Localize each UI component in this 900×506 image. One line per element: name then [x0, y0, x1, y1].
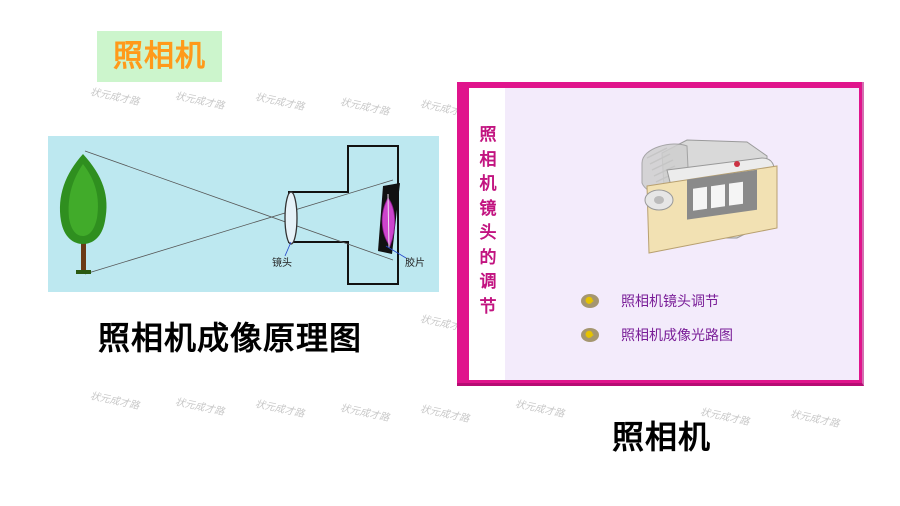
light-ray-top — [84, 150, 394, 261]
film-label: 胶片 — [405, 256, 425, 269]
watermark: 状元成才路 — [418, 403, 471, 426]
play-bullet-icon — [581, 294, 599, 308]
watermark: 状元成才路 — [513, 398, 566, 421]
diagram-caption: 照相机成像原理图 — [98, 319, 363, 357]
watermark: 状元成才路 — [338, 96, 391, 119]
panel-vertical-title: 照相机镜头的调节 — [479, 125, 497, 317]
menu-item-label: 照相机镜头调节 — [621, 294, 719, 310]
light-ray-bottom — [84, 179, 394, 275]
lens-icon — [284, 191, 298, 245]
play-bullet-icon — [581, 328, 599, 342]
lens-label: 镜头 — [272, 256, 292, 269]
optics-svg: 镜头 胶片 — [59, 145, 425, 285]
watermark: 状元成才路 — [88, 390, 141, 413]
camera-icon — [641, 139, 778, 254]
panel-content: 照相机镜头的调节 — [469, 88, 859, 380]
menu-item-label: 照相机成像光路图 — [621, 328, 733, 344]
panel-caption: 照相机 — [612, 418, 712, 456]
camera-optics-diagram: 镜头 胶片 — [48, 136, 439, 292]
watermark: 状元成才路 — [253, 398, 306, 421]
watermark: 状元成才路 — [88, 86, 141, 109]
inverted-plant-icon — [381, 193, 396, 249]
watermark: 状元成才路 — [338, 402, 391, 425]
watermark: 状元成才路 — [173, 396, 226, 419]
page-title: 照相机 — [97, 31, 222, 82]
tree-icon — [59, 154, 107, 274]
watermark: 状元成才路 — [253, 91, 306, 114]
watermark: 状元成才路 — [788, 408, 841, 431]
watermark: 状元成才路 — [173, 90, 226, 113]
side-strip: 照相机镜头的调节 — [469, 88, 505, 380]
menu-item-imaging-light-path[interactable]: 照相机成像光路图 — [581, 324, 733, 346]
camera-lesson-panel: 照相机镜头的调节 — [457, 82, 864, 386]
menu-item-lens-adjustment[interactable]: 照相机镜头调节 — [581, 290, 719, 312]
